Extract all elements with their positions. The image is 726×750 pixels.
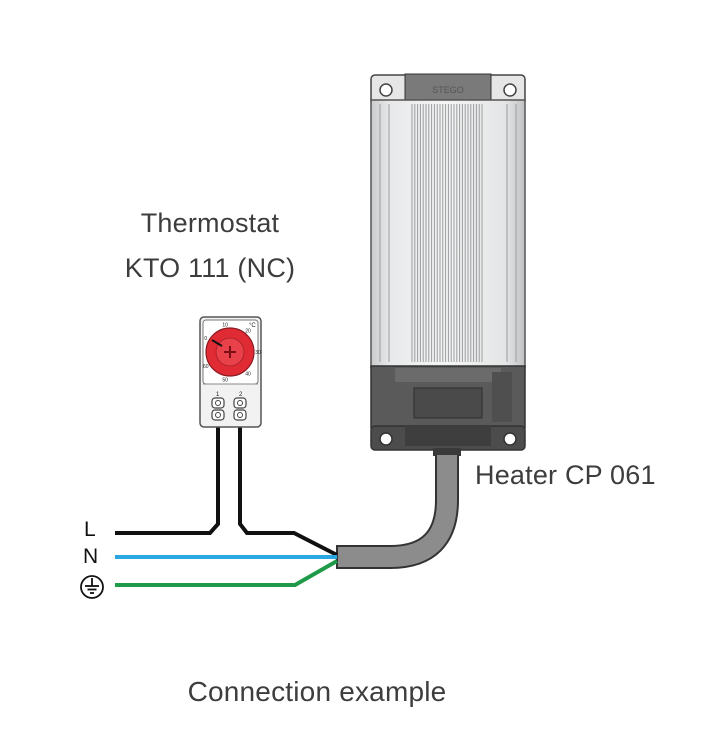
terminal-2-label: 2 — [239, 392, 243, 398]
scale-mark: 0 — [204, 336, 207, 342]
thermostat-scale: 0 10 20 30 40 50 60 — [203, 322, 261, 383]
thermostat-title-line2: KTO 111 (NC) — [124, 253, 296, 283]
protective-earth-icon — [80, 575, 104, 599]
terminal-1-label: 1 — [216, 392, 220, 398]
caption: Connection example — [187, 676, 447, 707]
earth-wire — [115, 559, 338, 587]
heater-cable — [336, 455, 459, 569]
line-wire — [115, 424, 220, 535]
heater-fins — [379, 104, 517, 362]
heater-bottom-bracket — [370, 425, 526, 451]
thermostat-title-line1: Thermostat — [140, 208, 280, 238]
thermostat-pointer — [211, 339, 223, 347]
scale-mark: 40 — [245, 371, 251, 377]
neutral-label: N — [83, 545, 99, 568]
scale-mark: 30 — [255, 350, 261, 356]
scale-mark: 20 — [245, 329, 251, 335]
heater-top-bracket — [370, 73, 526, 106]
heater — [370, 73, 526, 456]
line-label: L — [84, 518, 96, 541]
scale-mark: 60 — [203, 364, 209, 370]
thermostat-dial-knob — [224, 346, 236, 358]
heater-rating-plate — [413, 387, 483, 419]
scale-mark: 50 — [222, 378, 228, 384]
heater-warning-label — [395, 368, 501, 382]
switched-line-wire — [238, 424, 338, 557]
thermostat-terminals: 1 2 — [211, 392, 247, 421]
heater-symbols — [492, 372, 512, 422]
wires — [115, 424, 338, 587]
thermostat-unit: °C — [249, 323, 256, 329]
heater-title: Heater CP 061 — [475, 460, 656, 490]
heater-brand: STEGO — [432, 85, 464, 95]
heater-cable-gland — [433, 448, 461, 456]
scale-mark: 10 — [222, 322, 228, 328]
thermostat: 0 10 20 30 40 50 60 °C 1 2 — [199, 316, 262, 428]
